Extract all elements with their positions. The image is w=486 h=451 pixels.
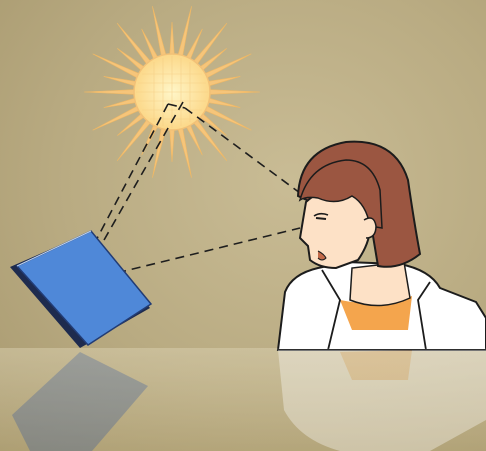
sun-ray bbox=[201, 53, 252, 80]
sun-ray bbox=[83, 89, 139, 95]
sun-ray bbox=[205, 89, 261, 95]
sun-ray bbox=[169, 21, 175, 59]
sun-ray bbox=[169, 125, 175, 163]
sun-icon bbox=[83, 6, 261, 178]
book-icon bbox=[10, 230, 153, 348]
sun-ray bbox=[92, 53, 143, 80]
woman-figure bbox=[276, 140, 486, 351]
sun-ray bbox=[92, 104, 143, 131]
